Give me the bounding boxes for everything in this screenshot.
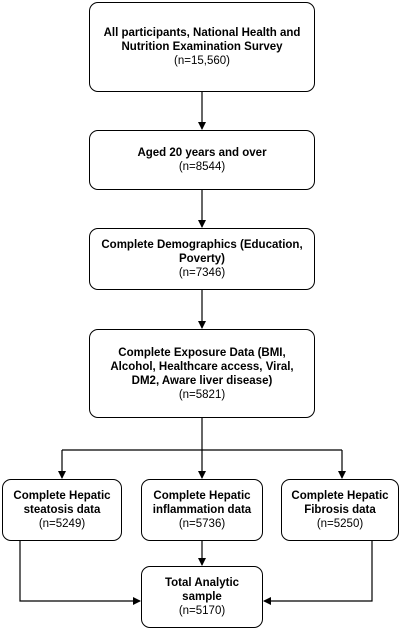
box-steatosis-title: Complete Hepatic steatosis data (13, 490, 111, 516)
box-total: Total Analytic sample (n=5170) (141, 566, 263, 628)
box-demographics-count: (n=7346) (178, 267, 226, 279)
box-aged-20-title: Aged 20 years and over (137, 147, 267, 159)
box-aged-20: Aged 20 years and over (n=8544) (89, 130, 315, 190)
box-inflammation-count: (n=5736) (178, 518, 226, 530)
box-steatosis-count: (n=5249) (38, 518, 86, 530)
box-demographics: Complete Demographics (Education, Povert… (89, 228, 315, 290)
box-exposure: Complete Exposure Data (BMI, Alcohol, He… (89, 329, 315, 418)
box-total-count: (n=5170) (178, 605, 226, 617)
box-all-participants-count: (n=15,560) (174, 55, 230, 67)
box-inflammation: Complete Hepatic inflammation data (n=57… (141, 479, 263, 541)
box-total-title: Total Analytic sample (164, 577, 240, 603)
box-inflammation-title: Complete Hepatic inflammation data (152, 490, 252, 516)
box-exposure-title: Complete Exposure Data (BMI, Alcohol, He… (110, 346, 294, 387)
box-exposure-count: (n=5821) (178, 388, 226, 401)
arrow-fibrosis-to-total (263, 541, 373, 605)
box-demographics-title: Complete Demographics (Education, Povert… (101, 239, 303, 265)
box-fibrosis-count: (n=5250) (316, 518, 364, 530)
box-aged-20-count: (n=8544) (178, 161, 226, 173)
box-fibrosis-title: Complete Hepatic Fibrosis data (291, 490, 389, 516)
box-fibrosis: Complete Hepatic Fibrosis data (n=5250) (281, 479, 399, 541)
box-all-participants-title: All participants, National Health and Nu… (103, 27, 301, 53)
arrow-steatosis-to-total (19, 541, 141, 605)
box-steatosis: Complete Hepatic steatosis data (n=5249) (2, 479, 122, 541)
box-all-participants: All participants, National Health and Nu… (89, 2, 315, 92)
